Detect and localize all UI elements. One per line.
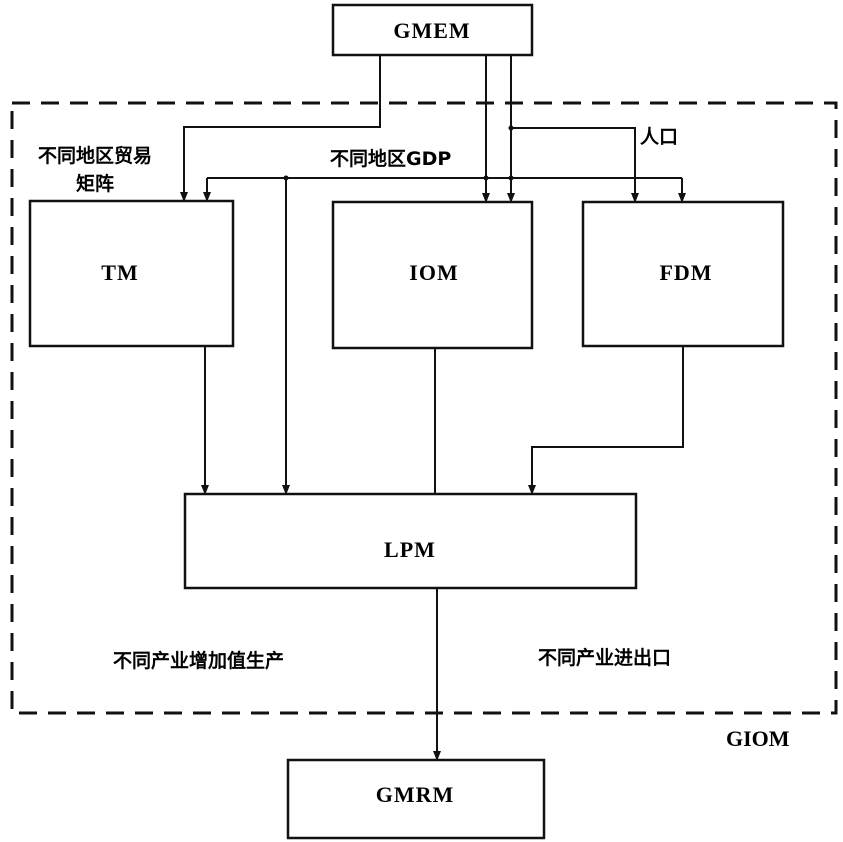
junction-dot [508,175,514,181]
lpm-box[interactable] [183,492,638,590]
junction-dot [508,125,514,131]
gmem-label: GMEM [393,18,470,43]
population-label: 人口 [640,126,678,148]
junction-dot [283,175,289,181]
iom-label: IOM [409,260,458,285]
trade-matrix-label-line1: 不同地区贸易 [38,144,152,167]
fdm-box[interactable] [581,200,785,348]
tm-box[interactable] [28,199,235,348]
junction-dot [483,175,489,181]
giom-label: GIOM [726,726,790,751]
gmrm-label: GMRM [376,782,455,807]
regional-gdp-label: 不同地区GDP [330,147,451,170]
trade-matrix-label-line2: 矩阵 [76,172,114,195]
gmem-box[interactable] [331,3,534,57]
edge-fdm-lpm [528,346,684,495]
import-export-label: 不同产业进出口 [538,646,671,669]
edge-pop-fdm [511,127,639,203]
giom-container [10,101,838,715]
value-added-label: 不同产业增加值生产 [113,649,284,672]
fdm-label: FDM [659,260,712,285]
edge-gmem-tm-trade [180,55,381,202]
tm-label: TM [101,260,138,285]
iom-box[interactable] [331,200,534,350]
gmrm-box[interactable] [286,758,546,840]
lpm-label: LPM [384,537,436,562]
